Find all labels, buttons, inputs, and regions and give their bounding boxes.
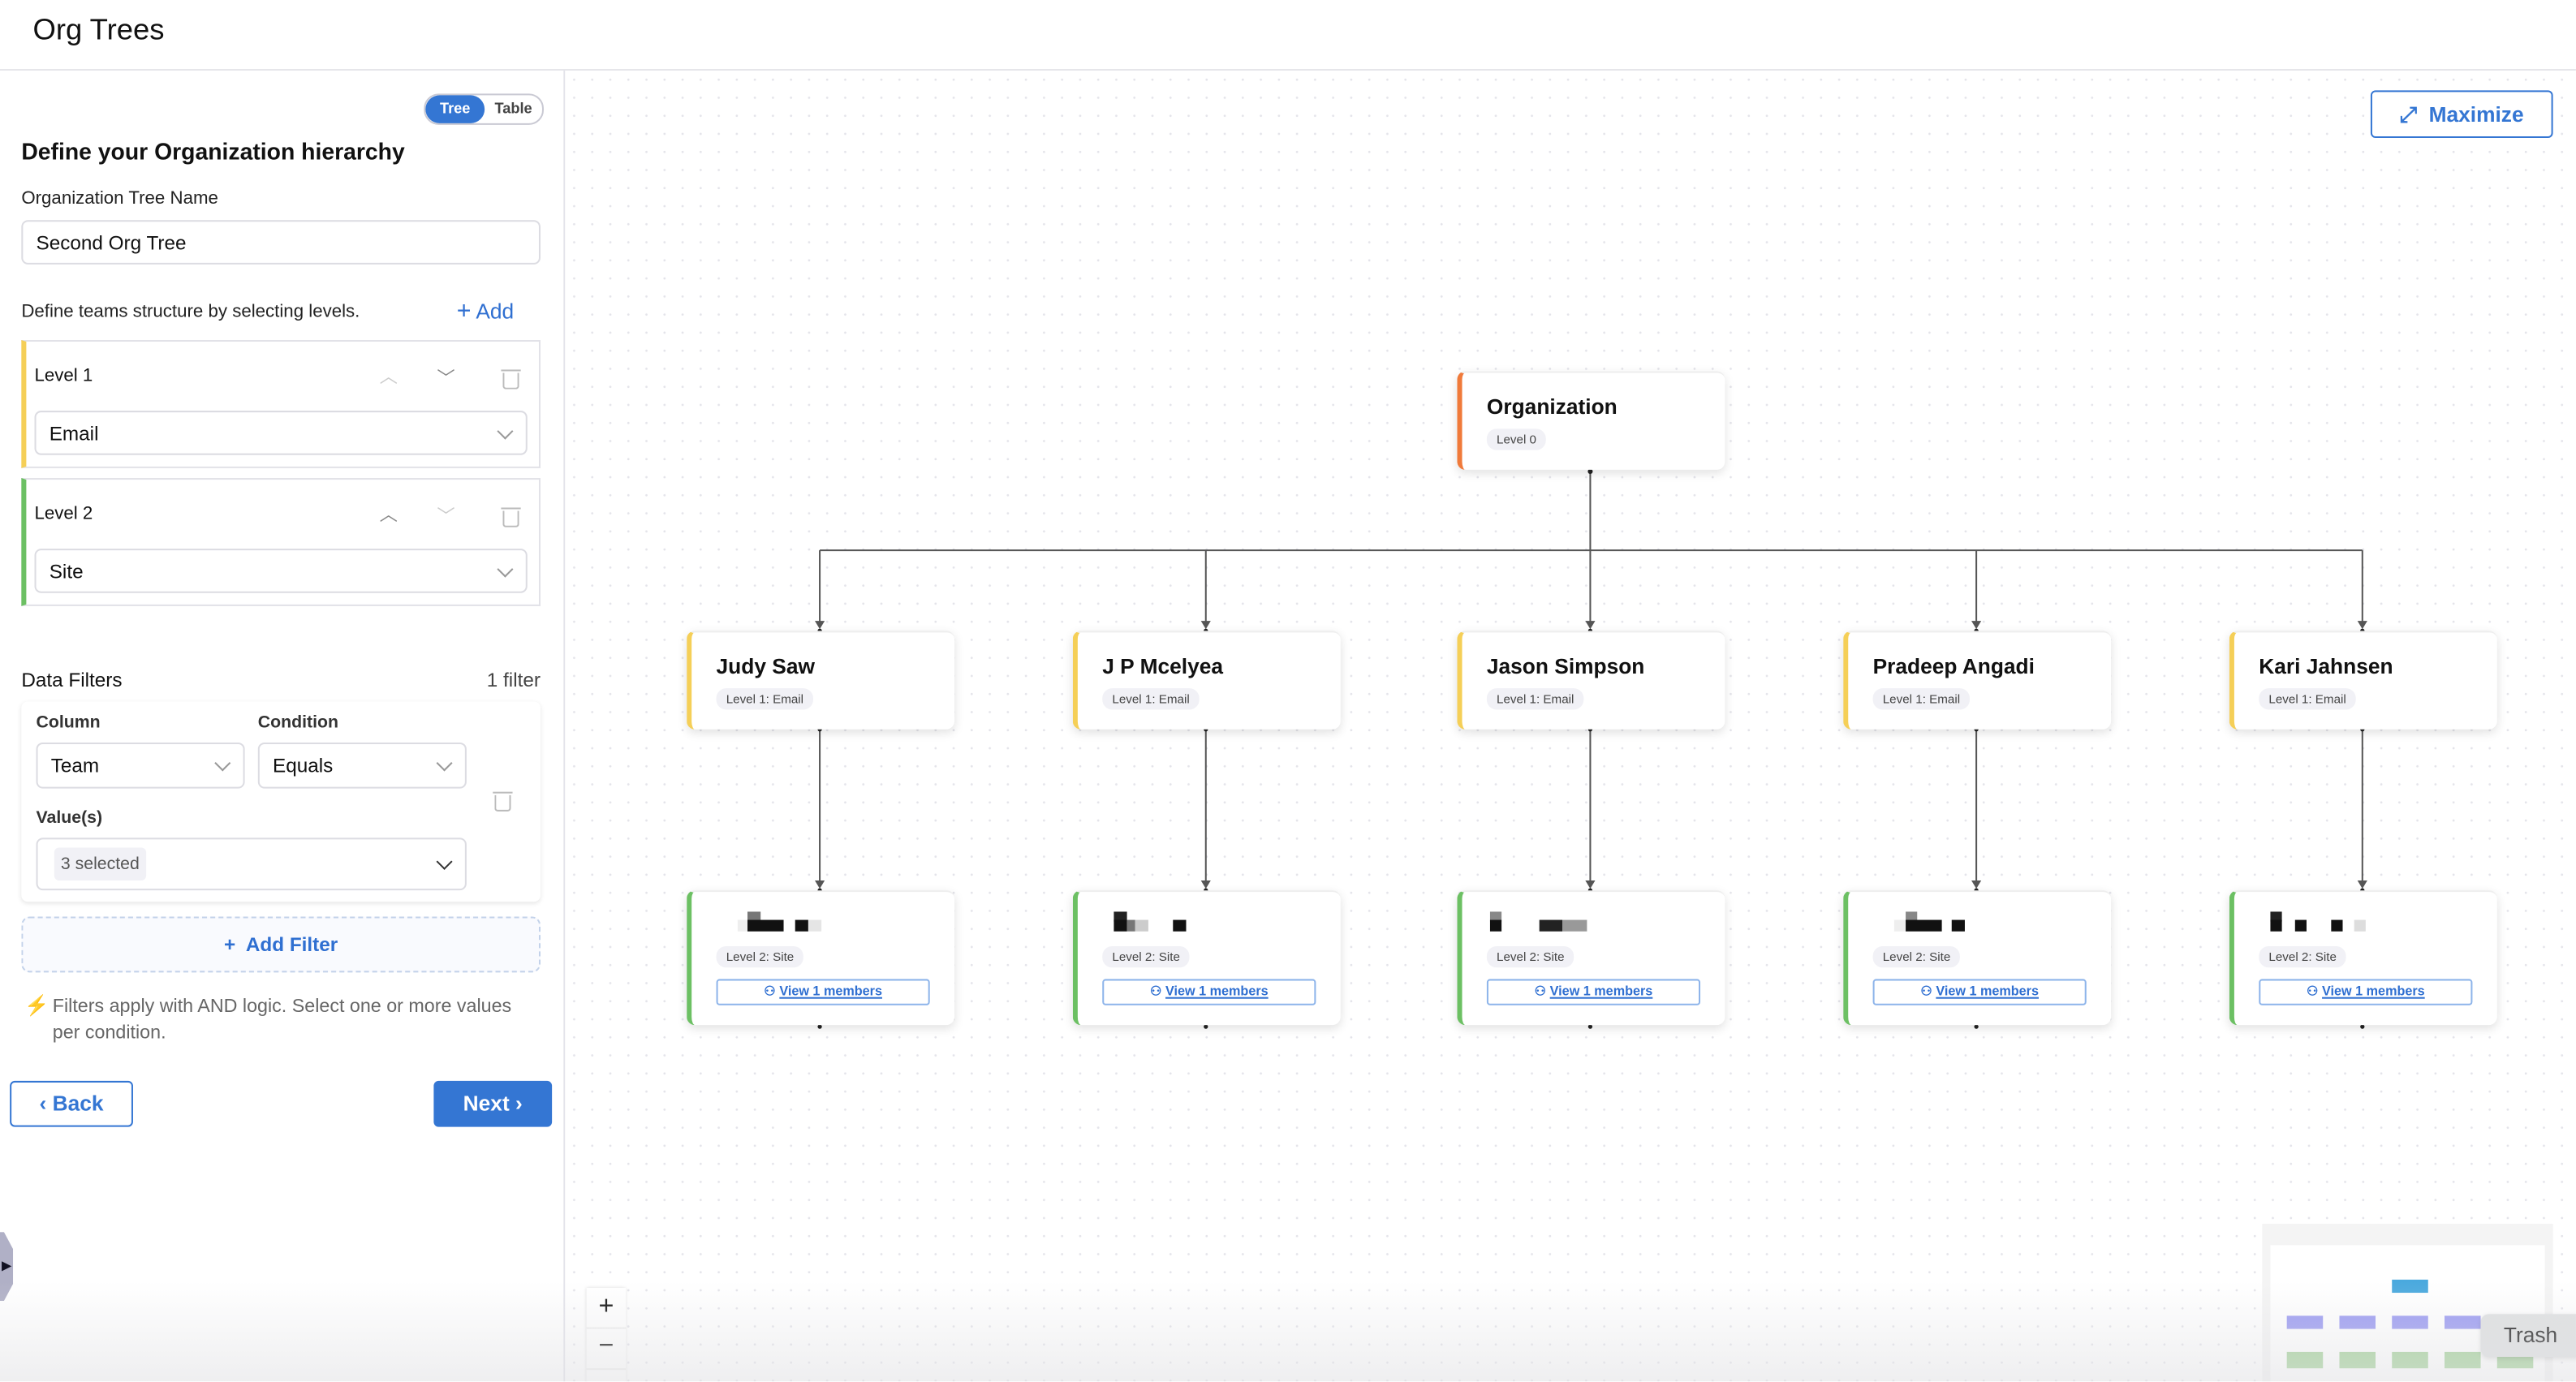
node-badge: Level 1: Email (717, 688, 814, 709)
redacted-name-pixel (1114, 920, 1126, 932)
node-title: Jason Simpson (1487, 654, 1644, 678)
node-level1[interactable]: Judy SawLevel 1: Email (687, 631, 954, 729)
handle-dot (1204, 1024, 1208, 1028)
view-members-button[interactable]: ⚇ View 1 members (2259, 979, 2472, 1005)
maximize-label: Maximize (2429, 102, 2524, 127)
redacted-name-pixel (1490, 920, 1501, 932)
arrow-head (815, 621, 825, 629)
handle-dot (1588, 1024, 1592, 1028)
node-badge: Level 2: Site (1873, 946, 1961, 967)
node-title: Pradeep Angadi (1873, 654, 2035, 678)
minimap-node-level1 (2287, 1315, 2324, 1328)
redacted-name-pixel (2295, 920, 2307, 932)
handle-dot (2360, 1024, 2364, 1028)
minimap-node-level2 (2392, 1352, 2428, 1368)
minimap-node-root (2392, 1280, 2428, 1293)
zoom-controls: + − (587, 1288, 627, 1381)
node-title: Kari Jahnsen (2259, 654, 2393, 678)
arrow-head (1971, 880, 1981, 889)
node-organization[interactable]: Organization Level 0 (1457, 371, 1725, 469)
zoom-out-button[interactable]: − (587, 1329, 627, 1371)
redacted-name-pixel (1540, 920, 1562, 932)
users-icon: ⚇ (2307, 984, 2319, 998)
maximize-button[interactable]: ⤢ Maximize (2371, 90, 2553, 138)
handle-dot (817, 1024, 821, 1028)
redacted-name-pixel (1906, 920, 1942, 932)
redacted-name-pixel (1894, 920, 1906, 932)
users-icon: ⚇ (1150, 984, 1162, 998)
users-icon: ⚇ (1920, 984, 1932, 998)
redacted-name-pixel (2354, 920, 2366, 932)
node-badge: Level 1: Email (1102, 688, 1200, 709)
node-level1[interactable]: Pradeep AngadiLevel 1: Email (1843, 631, 2111, 729)
minimap-node-level1 (2445, 1315, 2481, 1328)
expand-icon: ⤢ (2400, 102, 2417, 127)
view-members-button[interactable]: ⚇ View 1 members (1102, 979, 1316, 1005)
redacted-name-pixel (747, 920, 784, 932)
minimap-node-level2 (2339, 1352, 2376, 1368)
users-icon: ⚇ (1535, 984, 1547, 998)
node-badge: Level 2: Site (717, 946, 804, 967)
node-level1[interactable]: Kari JahnsenLevel 1: Email (2229, 631, 2497, 729)
arrow-head (2358, 621, 2367, 629)
redacted-name-pixel (1562, 920, 1587, 932)
redacted-name-pixel (1135, 920, 1148, 932)
arrow-head (1971, 621, 1981, 629)
node-level2[interactable]: Level 2: Site ⚇ View 1 members (687, 890, 954, 1025)
node-level1[interactable]: Jason SimpsonLevel 1: Email (1457, 631, 1725, 729)
minimap-node-level2 (2445, 1352, 2481, 1368)
minimap-node-level1 (2339, 1315, 2376, 1328)
view-members-label: View 1 members (2322, 984, 2425, 998)
minimap-node-level1 (2392, 1315, 2428, 1328)
redacted-name-pixel (1127, 920, 1135, 932)
users-icon: ⚇ (764, 984, 776, 998)
redacted-name-pixel (2331, 920, 2342, 932)
redacted-name-pixel (2270, 920, 2281, 932)
node-badge: Level 2: Site (2259, 946, 2346, 967)
minimap[interactable] (2262, 1224, 2552, 1381)
handle-dot (1974, 1024, 1978, 1028)
arrow-head (815, 880, 825, 889)
arrow-head (1585, 880, 1595, 889)
view-members-button[interactable]: ⚇ View 1 members (1487, 979, 1700, 1005)
view-members-label: View 1 members (1550, 984, 1653, 998)
arrow-head (1201, 880, 1211, 889)
node-badge: Level 2: Site (1102, 946, 1190, 967)
view-members-button[interactable]: ⚇ View 1 members (717, 979, 930, 1005)
node-level2[interactable]: Level 2: Site ⚇ View 1 members (1843, 890, 2111, 1025)
view-members-label: View 1 members (779, 984, 882, 998)
node-badge: Level 1: Email (1873, 688, 1971, 709)
node-badge: Level 2: Site (1487, 946, 1574, 967)
node-title: Judy Saw (717, 654, 815, 678)
redacted-name-pixel (795, 920, 808, 932)
view-members-button[interactable]: ⚇ View 1 members (1873, 979, 2087, 1005)
zoom-in-button[interactable]: + (587, 1288, 627, 1329)
arrow-head (2358, 880, 2367, 889)
node-title: J P Mcelyea (1102, 654, 1223, 678)
minimap-node-level2 (2287, 1352, 2324, 1368)
node-level2[interactable]: Level 2: Site ⚇ View 1 members (1457, 890, 1725, 1025)
redacted-name-pixel (808, 920, 821, 932)
view-members-label: View 1 members (1936, 984, 2039, 998)
trash-tooltip: Trash (2481, 1314, 2576, 1357)
node-title: Organization (1487, 394, 1618, 419)
node-badge: Level 1: Email (1487, 688, 1584, 709)
node-badge: Level 1: Email (2259, 688, 2356, 709)
node-level2[interactable]: Level 2: Site ⚇ View 1 members (1073, 890, 1341, 1025)
redacted-name-pixel (738, 920, 747, 932)
arrow-head (1201, 621, 1211, 629)
node-level1[interactable]: J P McelyeaLevel 1: Email (1073, 631, 1341, 729)
view-members-label: View 1 members (1165, 984, 1269, 998)
redacted-name-pixel (1173, 920, 1186, 932)
arrow-head (1585, 621, 1595, 629)
node-level2[interactable]: Level 2: Site ⚇ View 1 members (2229, 890, 2497, 1025)
node-badge: Level 0 (1487, 428, 1546, 450)
redacted-name-pixel (1952, 920, 1965, 932)
